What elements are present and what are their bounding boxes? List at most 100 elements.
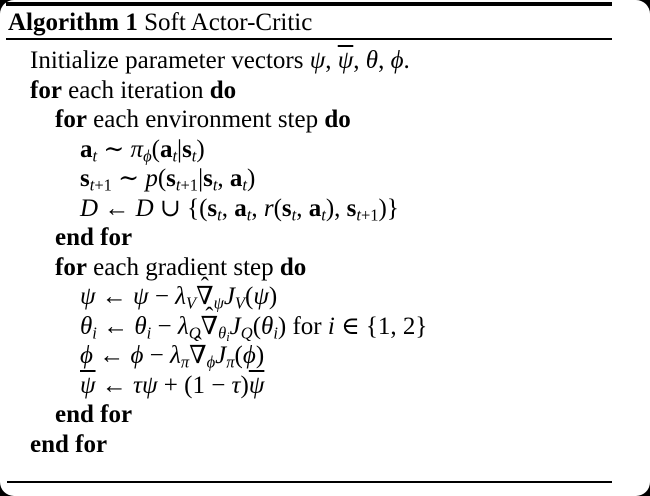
bottom-rule xyxy=(7,481,612,483)
algo-line-0: Initialize parameter vectors ψ, ψ, θ, ϕ. xyxy=(0,46,650,76)
math-segment: | xyxy=(177,135,183,163)
math-segment: ∇ xyxy=(189,342,207,369)
math-segment: ( xyxy=(252,312,262,340)
math-segment: s xyxy=(281,194,292,222)
math-segment: λ xyxy=(170,342,181,369)
math-segment: π xyxy=(130,135,144,163)
algo-line-4: st+1 ∼ p(st+1|st, at) xyxy=(0,164,650,195)
math-segment: ) xyxy=(196,135,205,163)
math-segment: i xyxy=(273,323,278,343)
math-segment: ( xyxy=(157,165,167,192)
math-segment: ψ xyxy=(133,283,149,310)
top-rule xyxy=(6,2,612,6)
keyword-segment: end for xyxy=(30,430,108,458)
math-segment: i xyxy=(327,312,335,340)
math-segment: ψ xyxy=(309,47,326,74)
algo-line-2: for each environment step do xyxy=(0,105,650,135)
math-segment: ) xyxy=(268,283,278,310)
math-segment: each gradient step xyxy=(86,253,280,281)
math-segment: t xyxy=(356,205,361,225)
math-segment: ∇ xyxy=(200,312,219,340)
algo-line-7: for each gradient step do xyxy=(0,253,650,283)
math-segment: a xyxy=(308,194,322,222)
math-segment: θ xyxy=(80,312,93,340)
math-segment: ϕ xyxy=(242,342,256,369)
title-rule xyxy=(6,38,612,40)
math-segment: θ xyxy=(261,312,274,340)
math-segment: s xyxy=(182,135,192,163)
algo-line-3: at ∼ πϕ(at|st) xyxy=(0,135,650,166)
math-segment: ψ xyxy=(141,371,158,399)
algo-line-1: for each iteration do xyxy=(0,76,650,106)
math-segment: ← xyxy=(92,342,131,369)
keyword-segment: for xyxy=(30,76,62,104)
keyword-segment: do xyxy=(324,106,351,133)
math-segment: π xyxy=(226,352,235,372)
math-segment: , xyxy=(221,194,235,222)
math-segment: ∈ {1, 2} xyxy=(334,312,428,340)
algo-line-6: end for xyxy=(0,223,650,253)
math-segment: , xyxy=(217,165,230,192)
math-segment: ) xyxy=(255,342,265,369)
math-segment: each iteration xyxy=(61,76,210,104)
math-segment: s xyxy=(166,165,176,192)
math-segment: ψ xyxy=(213,293,224,313)
math-segment: ← xyxy=(95,371,134,399)
math-segment: ∪ {( xyxy=(153,194,208,222)
math-segment: ), xyxy=(325,194,347,222)
math-segment: θ xyxy=(365,47,379,74)
math-segment: − xyxy=(148,283,176,310)
math-segment: ∼ xyxy=(111,165,146,192)
math-segment: J xyxy=(223,283,235,310)
math-segment: i xyxy=(226,329,230,344)
math-segment: ϕ xyxy=(130,342,144,369)
math-segment: D xyxy=(135,194,154,222)
algorithm-body: Initialize parameter vectors ψ, ψ, θ, ϕ.… xyxy=(0,46,650,459)
math-segment: θ xyxy=(218,323,227,343)
math-segment: ψ xyxy=(337,47,354,74)
hat-accent-mark: ˆ xyxy=(193,333,202,360)
algo-line-11: ψ ← τψ + (1 − τ)ψ xyxy=(0,371,650,401)
math-segment: a xyxy=(229,165,243,192)
algo-line-13: end for xyxy=(0,430,650,460)
math-segment: )} xyxy=(378,194,399,222)
keyword-segment: end for xyxy=(55,224,133,251)
math-segment: ϕ xyxy=(206,352,216,372)
math-segment: ψ xyxy=(248,371,265,399)
math-segment: + (1 − xyxy=(157,371,232,399)
math-segment: | xyxy=(198,165,204,192)
hat-accent-mark: ˆ xyxy=(205,303,214,330)
math-segment: i xyxy=(92,323,97,343)
math-segment: , xyxy=(296,194,309,222)
hat-accented-symbol: ˆ∇ xyxy=(196,276,213,312)
algorithm-title: Soft Actor-Critic xyxy=(137,9,313,36)
math-segment: τ xyxy=(133,371,142,399)
hat-accent-mark: ˆ xyxy=(200,274,209,301)
math-segment: +1 xyxy=(180,175,199,195)
math-segment: ) for xyxy=(277,312,328,340)
math-segment: +1 xyxy=(360,205,379,225)
math-segment: − xyxy=(151,312,178,340)
math-segment: ( xyxy=(234,342,243,369)
math-segment: λ xyxy=(177,312,189,340)
math-segment: t xyxy=(212,175,218,195)
math-segment: ψ xyxy=(80,283,96,310)
math-segment: ( xyxy=(245,283,254,310)
math-segment: ( xyxy=(273,194,282,222)
math-segment: r xyxy=(263,194,274,222)
math-segment: a xyxy=(234,194,247,222)
math-segment: t xyxy=(175,175,181,195)
math-segment: , xyxy=(378,47,391,74)
math-segment: ψ xyxy=(80,371,96,399)
math-segment: ψ xyxy=(253,283,269,310)
math-segment: V xyxy=(234,293,246,313)
math-segment: ( xyxy=(151,135,160,163)
math-segment: t xyxy=(242,175,247,195)
math-segment: s xyxy=(207,194,218,222)
math-segment: , xyxy=(251,194,264,222)
math-segment: t xyxy=(92,146,98,166)
algorithm-header: Algorithm 1 Soft Actor-Critic xyxy=(8,9,312,37)
